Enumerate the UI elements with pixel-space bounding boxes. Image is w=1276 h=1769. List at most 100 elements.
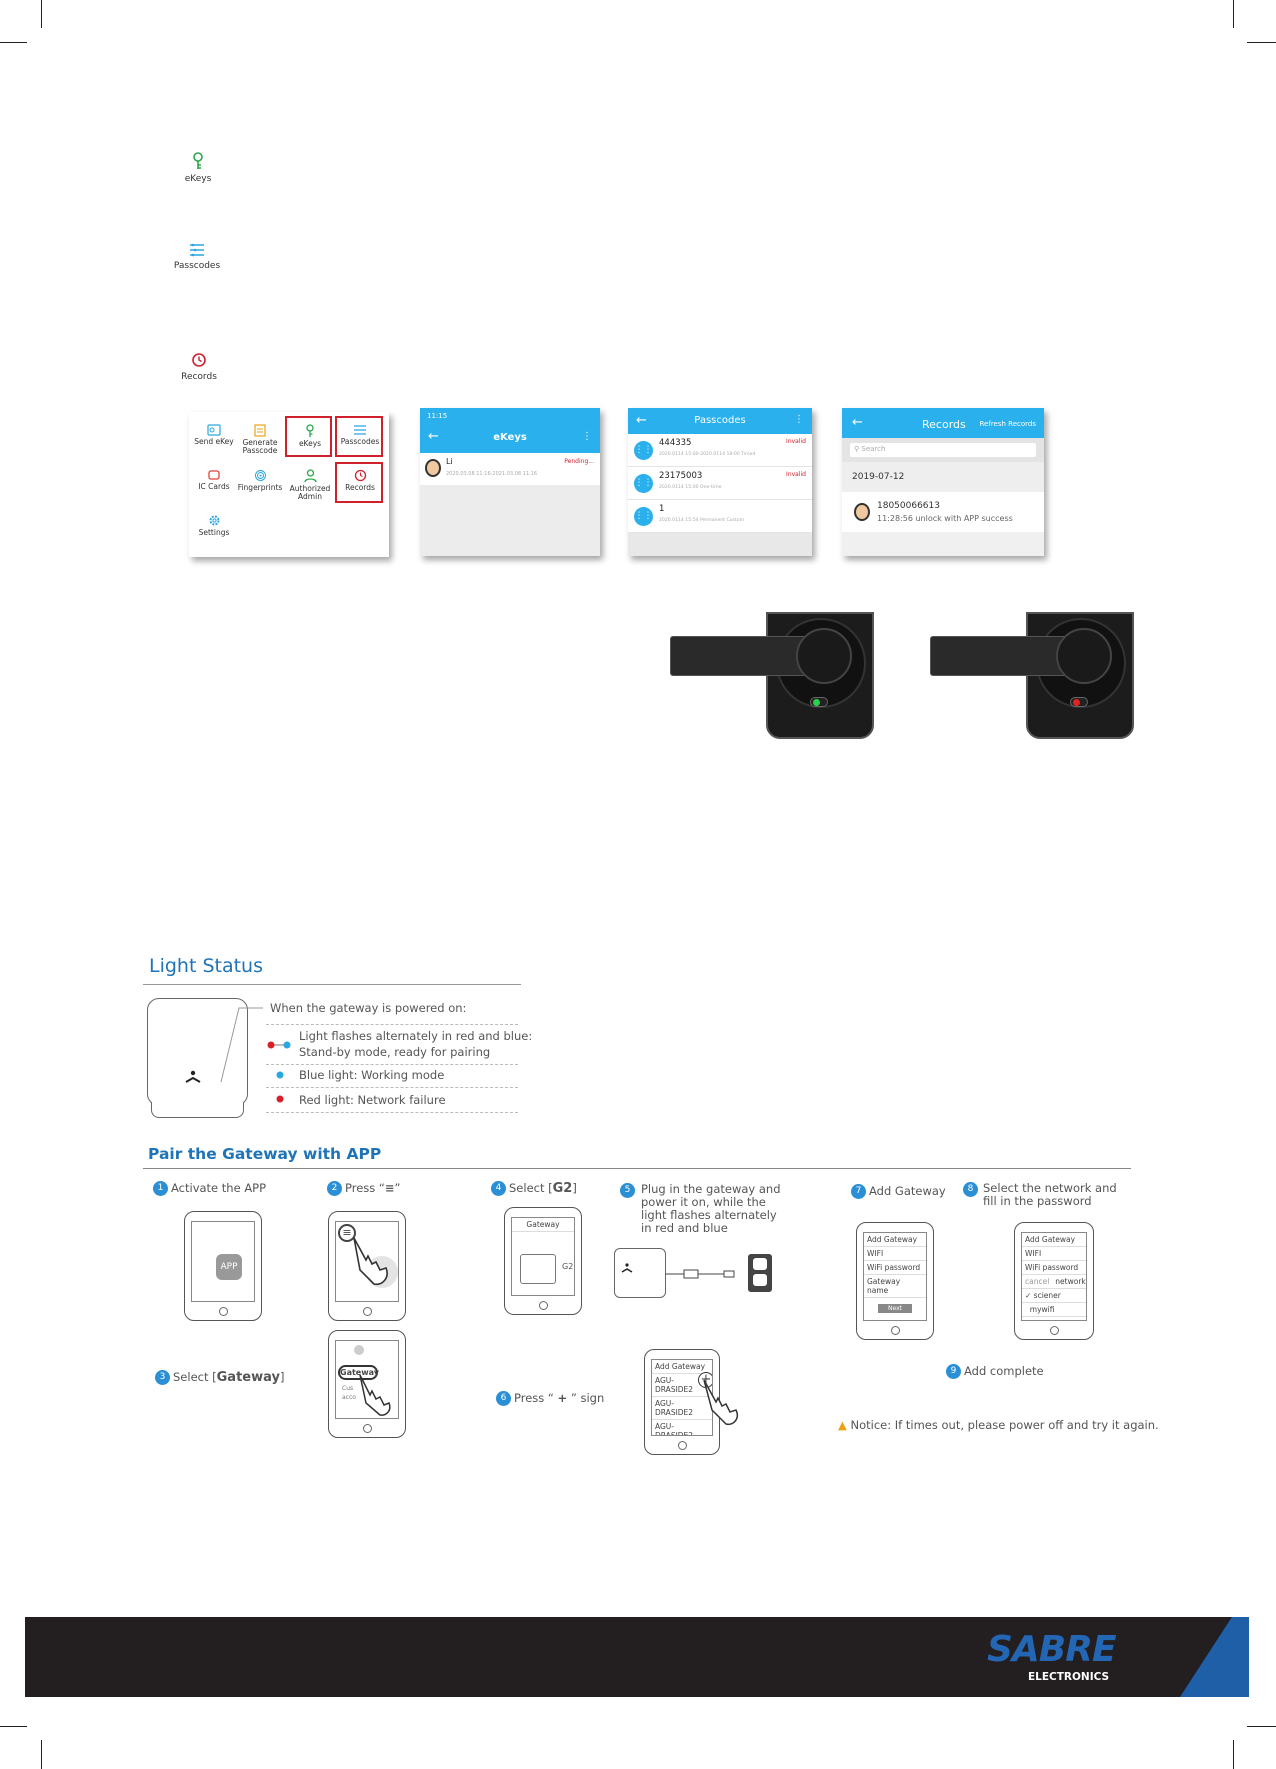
gateway-name-field[interactable]: Gateway name	[864, 1275, 926, 1298]
footer-accent	[1180, 1617, 1249, 1697]
menu-records[interactable]: Records	[337, 469, 383, 492]
gateway-device-image	[147, 998, 248, 1120]
back-arrow-icon[interactable]: ←	[428, 429, 439, 444]
scan-item[interactable]: AGU-DRASIDE2	[652, 1397, 712, 1420]
passcode-list: ⋮⋮ 444335 2020.0114 15:00-2020.0114 18:00 …	[628, 434, 812, 533]
gateway-menu-item[interactable]: Gateway	[338, 1365, 379, 1380]
passcode-code: 23175003	[659, 471, 703, 481]
lock-red-light	[930, 612, 1135, 740]
highlight-records	[335, 462, 383, 503]
keypad-icon: ⋮⋮	[634, 507, 653, 526]
next-button[interactable]: Next	[878, 1304, 912, 1313]
gateway-logo-icon	[621, 1263, 633, 1273]
wifi-password-field[interactable]: WiFi password	[864, 1261, 926, 1275]
crop-mark	[1233, 0, 1234, 28]
refresh-records-button[interactable]: Refresh Records	[979, 420, 1037, 428]
menu-ekeys[interactable]: eKeys	[287, 424, 333, 448]
key-hand-icon	[193, 152, 203, 169]
ic-card-icon	[208, 470, 220, 480]
brand-sub: ELECTRONICS	[1028, 1671, 1110, 1683]
power-outlet-icon	[748, 1254, 772, 1292]
record-text: 11:28:56 unlock with APP success	[877, 514, 1013, 523]
menu-passcodes[interactable]: Passcodes	[337, 424, 383, 446]
avatar	[854, 503, 870, 521]
record-entry[interactable]: 18050066613 11:28:56 unlock with APP suc…	[842, 492, 1044, 532]
side-records: Records	[169, 352, 229, 382]
g2-device-card[interactable]	[520, 1254, 556, 1284]
gear-icon	[209, 515, 219, 526]
more-icon[interactable]: ⋮	[794, 414, 804, 425]
pointer-line	[220, 1007, 263, 1083]
red-led-icon	[1070, 697, 1088, 707]
app-icon[interactable]: APP	[216, 1254, 242, 1280]
phone-add-gateway: Add Gateway WIFI WiFi password Gateway n…	[856, 1222, 934, 1340]
hand-pointer-icon	[353, 1237, 398, 1288]
hand-pointer-icon	[359, 1374, 391, 1416]
crop-mark	[1233, 1740, 1234, 1769]
side-ekeys: eKeys	[168, 152, 228, 184]
scan-item[interactable]: AGU-DRASIDE2	[652, 1420, 712, 1435]
passcode-code: 444335	[659, 438, 692, 448]
records-search-bar: ⚲ Search	[842, 438, 1044, 462]
passcode-list-icon	[190, 243, 204, 257]
back-arrow-icon[interactable]: ←	[852, 415, 863, 430]
cable	[666, 1269, 735, 1279]
more-icon[interactable]: ⋮	[582, 431, 592, 442]
light-status-intro: When the gateway is powered on:	[270, 1001, 467, 1015]
phone-select-g2: Gateway G2	[504, 1207, 582, 1315]
network-item[interactable]: ✓ sciener	[1022, 1289, 1086, 1303]
crop-mark	[41, 0, 42, 28]
brand-logo: SABRE	[987, 1629, 1117, 1670]
light-row-1: Light flashes alternately in red and blu…	[299, 1029, 533, 1059]
crop-mark	[1247, 42, 1276, 43]
footer-bar: SABRE ELECTRONICS	[25, 1617, 1249, 1697]
highlight-passcodes	[335, 416, 383, 457]
menu-generate-passcode[interactable]: Generate Passcode	[237, 424, 283, 456]
phone-activate-app: APP	[184, 1211, 262, 1321]
send-ekey-icon	[207, 424, 221, 436]
network-item[interactable]: sciener-x	[1022, 1317, 1086, 1320]
clock-history-icon	[354, 469, 366, 482]
passcode-status: Invalid	[786, 438, 806, 445]
record-user: 18050066613	[877, 501, 940, 511]
notice: ▲ Notice: If times out, please power off…	[838, 1418, 1159, 1432]
menu-send-ekey[interactable]: Send eKey	[191, 424, 237, 446]
key-hand-icon	[306, 424, 314, 437]
phone-press-menu: ≡	[328, 1211, 406, 1321]
divider	[266, 1024, 518, 1025]
ekeys-header: 11:15 ← eKeys ⋮	[420, 408, 600, 453]
menu-fingerprints[interactable]: Fingerprints	[237, 469, 283, 492]
side-passcodes-label: Passcodes	[173, 261, 221, 271]
network-item[interactable]: mywifi	[1022, 1303, 1086, 1317]
lock-green-light	[670, 612, 875, 740]
red-blue-dots-icon	[267, 1041, 291, 1049]
menu-ic-cards[interactable]: IC Cards	[191, 469, 237, 491]
search-placeholder: Search	[861, 445, 886, 453]
menu-icon[interactable]: ≡	[338, 1224, 356, 1242]
back-arrow-icon[interactable]: ←	[636, 413, 647, 428]
crop-mark	[1247, 1726, 1276, 1727]
ekey-entry-name: Li	[446, 457, 453, 466]
passcode-detail: 2020.0114 15:00-2020.0114 18:00 Timed	[659, 452, 756, 457]
keypad-icon: ⋮⋮	[634, 474, 653, 493]
gateway-plug-illustration	[614, 1248, 774, 1300]
wifi-field[interactable]: WIFI	[864, 1247, 926, 1261]
ekey-entry[interactable]: Li 2020.03.08 11:16-2021.03.08 11:16 Pen…	[420, 453, 600, 485]
menu-authorized-admin[interactable]: Authorized Admin	[287, 469, 333, 502]
pair-heading: Pair the Gateway with APP	[148, 1145, 382, 1163]
search-input[interactable]: ⚲ Search	[850, 443, 1036, 457]
menu-settings[interactable]: Settings	[191, 514, 237, 537]
side-records-label: Records	[181, 372, 217, 382]
search-icon: ⚲	[854, 445, 860, 453]
plus-button[interactable]: +	[698, 1372, 712, 1388]
scan-item[interactable]: AGU-DRASIDE2	[652, 1374, 712, 1397]
